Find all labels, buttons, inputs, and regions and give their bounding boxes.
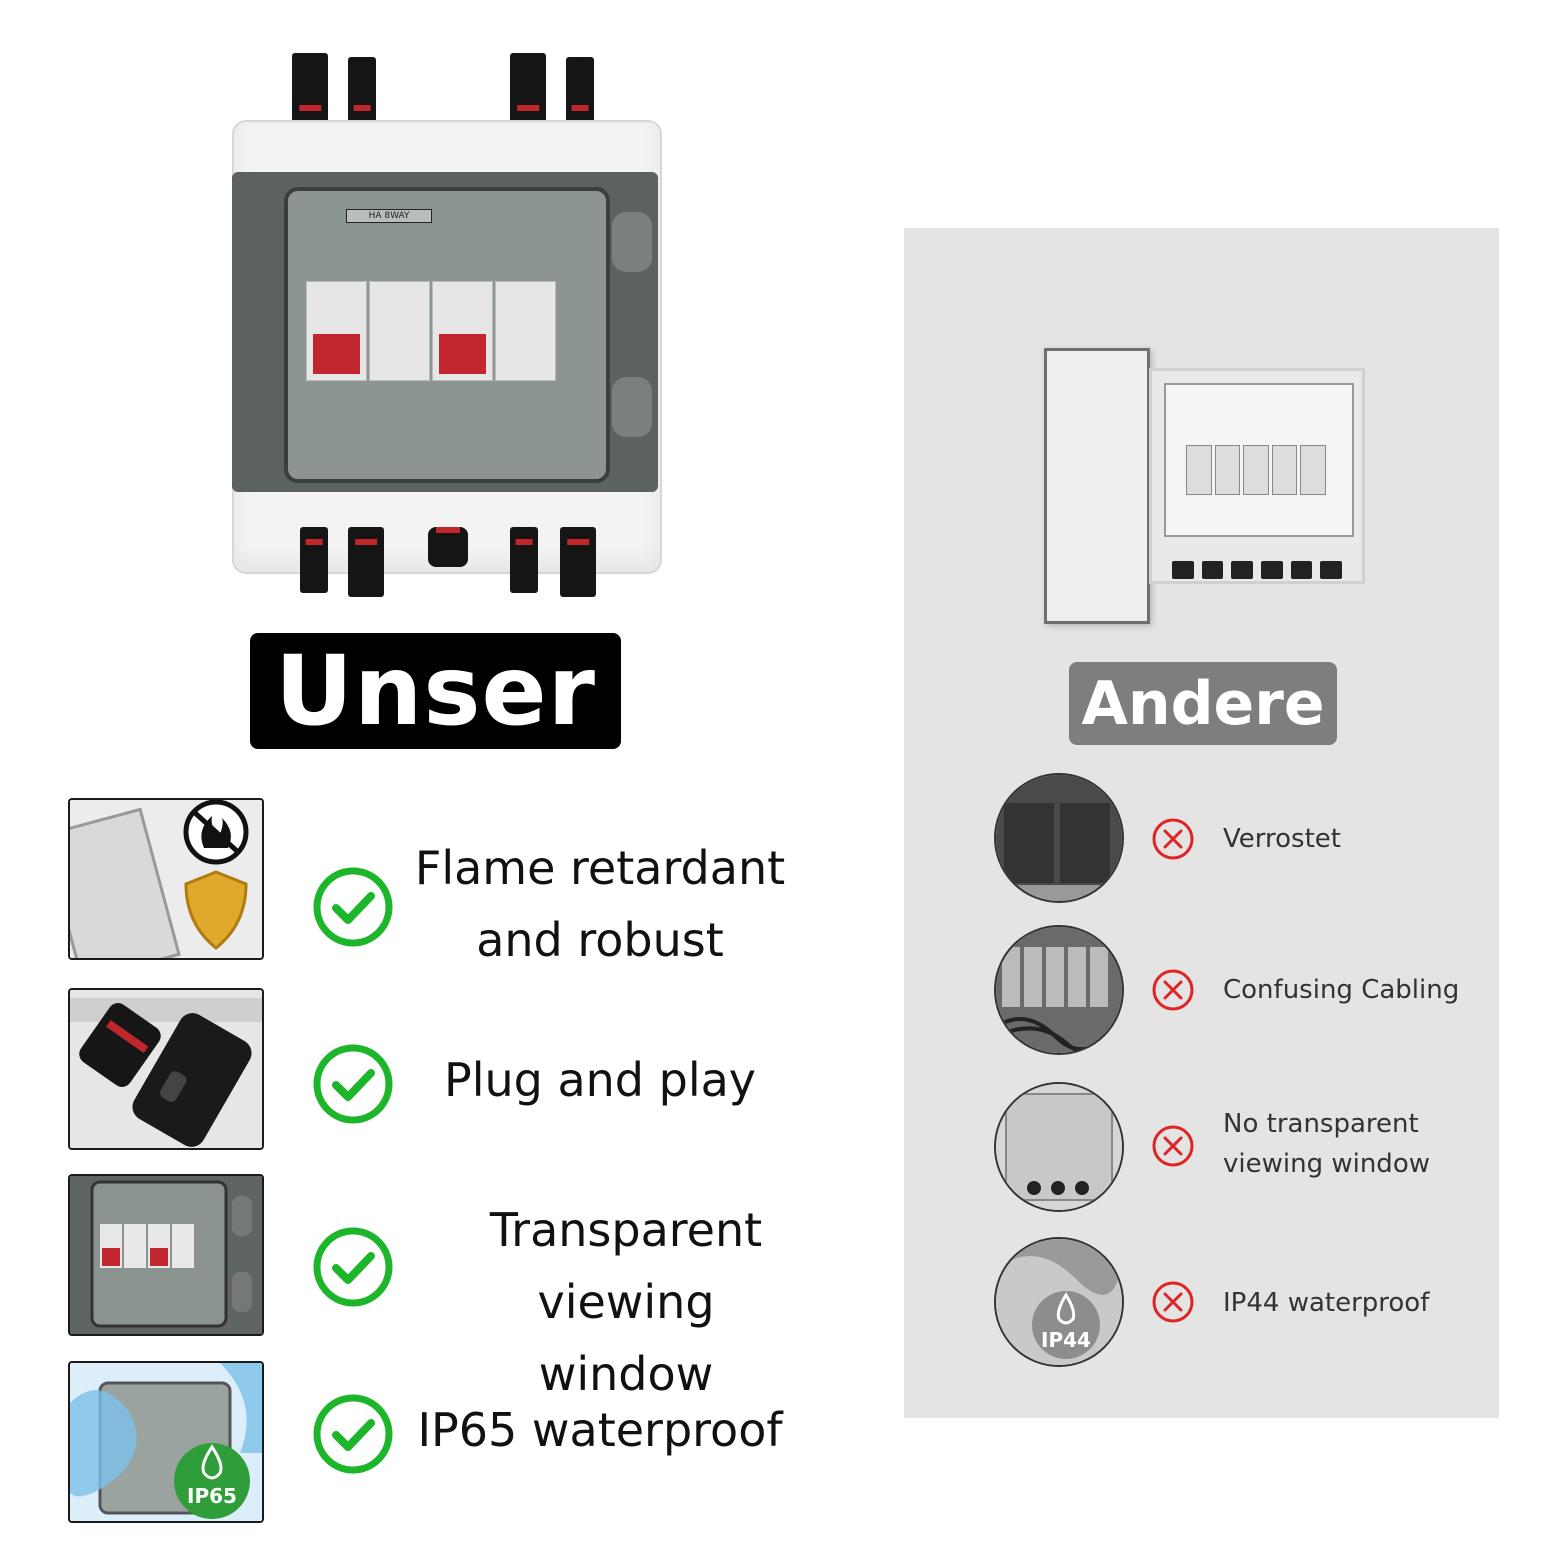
mc4-connector-icon (560, 527, 596, 597)
mc4-connector-icon (510, 53, 546, 123)
feature-text: Transparent viewing window (396, 1194, 856, 1410)
x-circle-icon (1152, 1125, 1194, 1167)
exposed-wiring (1164, 383, 1354, 537)
x-circle-icon (1152, 969, 1194, 1011)
competitor-panel: Andere Verrostet Confusing (904, 228, 1499, 1418)
con-line: No transparent (1223, 1109, 1419, 1139)
feature-line: Flame retardant (414, 841, 786, 895)
feature-line: IP65 waterproof (417, 1403, 783, 1457)
con-line: IP44 waterproof (1223, 1288, 1430, 1318)
rusted-thumbnail (994, 773, 1124, 903)
viewing-window-thumbnail (68, 1174, 264, 1336)
mc4-connector-icon (566, 57, 594, 123)
ip65-badge-text: IP65 (187, 1484, 237, 1508)
ip44-waterproof-thumbnail: IP44 (994, 1237, 1124, 1367)
check-circle-icon (313, 1044, 393, 1124)
breaker-row (306, 281, 556, 381)
mc4-connector-icon (292, 53, 328, 123)
cable-glands (1172, 561, 1343, 579)
check-circle-icon (313, 1227, 393, 1307)
feature-line: window (538, 1347, 714, 1401)
module-row (1186, 445, 1326, 495)
our-product-image: HA 8WAY (220, 45, 670, 605)
feature-line: Transparent viewing (489, 1203, 763, 1329)
combiner-box-enclosure: HA 8WAY (232, 120, 662, 574)
mc4-connector-icon (510, 527, 538, 593)
feature-text: Flame retardant and robust (410, 832, 790, 976)
con-line: Confusing Cabling (1223, 975, 1460, 1005)
flame-retardant-thumbnail (68, 798, 264, 960)
x-circle-icon (1152, 1281, 1194, 1323)
feature-text: IP65 waterproof (410, 1394, 790, 1466)
latch-icon (612, 377, 652, 437)
dc-breaker (306, 281, 367, 381)
feature-text: Plug and play (410, 1044, 790, 1116)
mc4-connector-icon (300, 527, 328, 593)
con-line: Verrostet (1223, 824, 1341, 854)
mc4-connector-icon (348, 527, 384, 597)
surge-protector (369, 281, 430, 381)
con-text: No transparent viewing window (1223, 1104, 1430, 1184)
competitor-enclosure (1149, 368, 1365, 584)
con-text: Confusing Cabling (1223, 970, 1459, 1010)
feature-line: and robust (476, 913, 724, 967)
no-window-thumbnail (994, 1082, 1124, 1212)
confusing-cabling-thumbnail (994, 925, 1124, 1055)
box-label: HA 8WAY (346, 209, 432, 223)
cable-gland-icon (428, 527, 468, 567)
mc4-connector-icon (348, 57, 376, 123)
open-door (1044, 348, 1150, 624)
con-text: IP44 waterproof (1223, 1283, 1429, 1323)
con-text: Verrostet (1223, 819, 1341, 859)
feature-line: Plug and play (443, 1053, 757, 1107)
con-line: viewing window (1223, 1149, 1430, 1179)
dc-breaker (432, 281, 493, 381)
surge-protector (495, 281, 556, 381)
x-circle-icon (1152, 818, 1194, 860)
competitor-product-image (1044, 343, 1366, 624)
check-circle-icon (313, 867, 393, 947)
ip44-badge-text: IP44 (1041, 1328, 1091, 1352)
transparent-lid: HA 8WAY (232, 172, 658, 492)
check-circle-icon (313, 1394, 393, 1474)
latch-icon (612, 212, 652, 272)
our-product-badge: Unser (250, 633, 621, 749)
viewing-window: HA 8WAY (284, 187, 610, 483)
competitor-badge: Andere (1069, 662, 1337, 745)
ip65-waterproof-thumbnail: IP65 (68, 1361, 264, 1523)
plug-and-play-thumbnail (68, 988, 264, 1150)
